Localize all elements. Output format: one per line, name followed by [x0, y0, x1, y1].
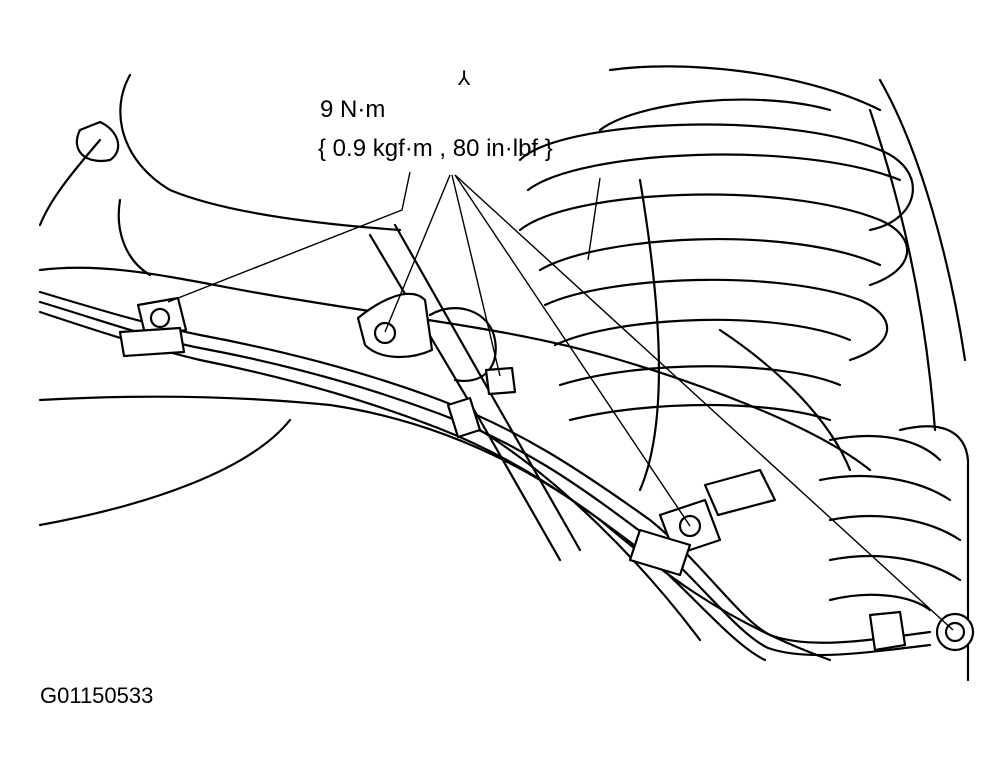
- lower-bushings: [818, 434, 962, 612]
- coil-spring: [518, 65, 914, 422]
- lower-control-arm: [38, 266, 872, 662]
- body-contours: [38, 73, 970, 682]
- torque-value-label: 9 N·m: [320, 96, 386, 123]
- hose-clamp-right: [628, 498, 722, 577]
- hose-end-fitting: [868, 610, 975, 652]
- hose-clamp-middle: [446, 366, 517, 439]
- hose-clamp-left: [118, 296, 188, 358]
- callout-leaders: [167, 171, 954, 631]
- stabilizer-link: [356, 223, 582, 562]
- direction-mark: ⅄: [458, 68, 471, 90]
- torque-alternate-units-label: { 0.9 kgf·m , 80 in·lbf }: [318, 135, 553, 162]
- figure-id-label: G01150533: [40, 683, 154, 708]
